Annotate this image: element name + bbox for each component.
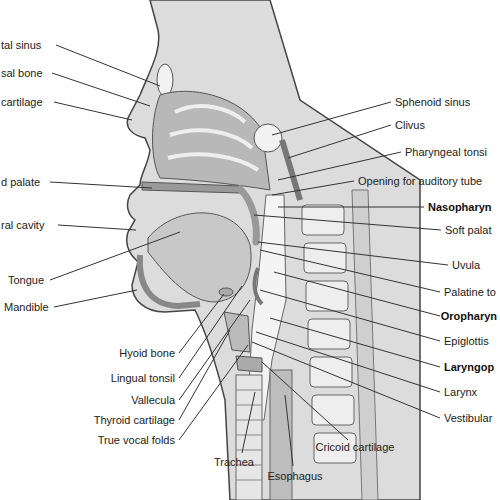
leader-line bbox=[272, 181, 354, 195]
leader-line bbox=[285, 395, 293, 466]
leader-line bbox=[54, 290, 137, 307]
part-label: Pharyngeal tonsi bbox=[405, 146, 487, 159]
part-label: tal sinus bbox=[1, 39, 41, 52]
leader-line bbox=[179, 345, 248, 440]
vertebra bbox=[312, 395, 354, 425]
leader-line bbox=[52, 73, 150, 106]
nasal-concha bbox=[175, 106, 245, 122]
part-label: Trachea bbox=[214, 456, 254, 469]
nasal-cavity bbox=[153, 91, 271, 190]
nasal-concha bbox=[170, 130, 252, 148]
part-label: True vocal folds bbox=[98, 434, 175, 447]
part-label: Palatine to bbox=[444, 286, 496, 299]
leader-line bbox=[242, 392, 255, 453]
leader-line bbox=[288, 125, 391, 158]
trachea bbox=[236, 375, 262, 500]
leader-line bbox=[260, 250, 440, 292]
part-label: Cricoid cartilage bbox=[316, 441, 395, 454]
hard-palate bbox=[142, 182, 240, 193]
part-label: Mandible bbox=[4, 301, 49, 314]
mandible bbox=[140, 255, 200, 306]
part-label: cartilage bbox=[1, 96, 43, 109]
part-label: d palate bbox=[1, 176, 40, 189]
leader-line bbox=[179, 330, 230, 420]
vertebra bbox=[306, 281, 348, 311]
leader-line bbox=[274, 272, 440, 316]
part-label: Clivus bbox=[395, 119, 425, 132]
part-label: sal bone bbox=[1, 67, 43, 80]
sphenoid-sinus bbox=[254, 124, 282, 152]
part-label: Esophagus bbox=[267, 470, 322, 483]
vertebra bbox=[308, 319, 350, 349]
leader-line bbox=[258, 242, 448, 265]
leader-line bbox=[278, 207, 424, 208]
part-label: Larynx bbox=[444, 386, 477, 399]
part-label: Nasopharyn bbox=[428, 201, 492, 214]
part-label: Lingual tonsil bbox=[111, 372, 175, 385]
part-label: Vestibular bbox=[444, 412, 492, 425]
leader-line bbox=[254, 215, 441, 230]
tongue bbox=[148, 213, 251, 302]
leader-line bbox=[272, 102, 391, 135]
leader-line bbox=[50, 182, 152, 188]
leader-line bbox=[179, 300, 250, 400]
part-label: Tongue bbox=[8, 274, 44, 287]
epiglottis bbox=[255, 268, 262, 304]
part-label: Hyoid bone bbox=[119, 347, 175, 360]
frontal-sinus bbox=[157, 64, 173, 96]
leader-line bbox=[179, 294, 224, 353]
hyoid-bone bbox=[219, 288, 233, 296]
leader-lines bbox=[50, 45, 448, 466]
part-label: Uvula bbox=[452, 259, 480, 272]
leader-line bbox=[50, 232, 180, 280]
leader-line bbox=[262, 362, 348, 440]
leader-line bbox=[256, 332, 440, 392]
part-label: Sphenoid sinus bbox=[395, 96, 470, 109]
part-label: Soft palat bbox=[445, 224, 491, 237]
leader-line bbox=[260, 290, 440, 341]
leader-line bbox=[54, 102, 132, 120]
nasal-concha bbox=[168, 154, 258, 170]
vertebra bbox=[302, 205, 344, 235]
part-label: ral cavity bbox=[1, 219, 44, 232]
part-label: Thyroid cartilage bbox=[94, 414, 175, 427]
part-label: Laryngop bbox=[444, 361, 494, 374]
part-label: Opening for auditory tube bbox=[358, 175, 482, 188]
part-label: Oropharyn bbox=[441, 310, 497, 323]
part-label: Vallecula bbox=[131, 394, 175, 407]
part-label: Epiglottis bbox=[444, 335, 489, 348]
leader-line bbox=[252, 342, 440, 418]
leader-line bbox=[58, 225, 136, 230]
cricoid-cartilage bbox=[236, 356, 262, 372]
